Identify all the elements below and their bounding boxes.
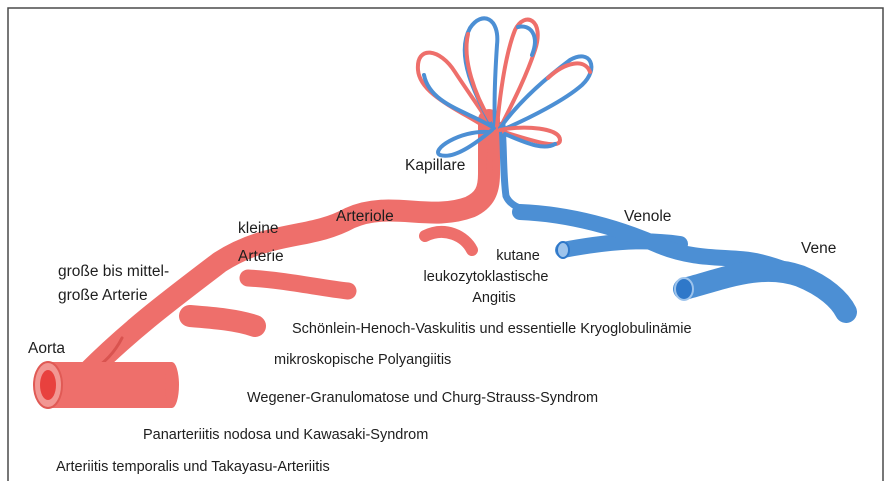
label-large-artery-2: große Arterie <box>58 287 148 304</box>
label-schoenlein: Schönlein-Henoch-Vaskulitis und essentie… <box>292 321 692 337</box>
label-wegener: Wegener-Granulomatose und Churg-Strauss-… <box>247 390 598 406</box>
label-venule: Venole <box>624 208 671 225</box>
label-cutaneous-2: leukozytoklastische <box>424 269 549 285</box>
label-arteriole: Arteriole <box>336 208 394 225</box>
vein-opening <box>675 278 693 300</box>
label-small-artery-1: kleine <box>238 220 279 237</box>
frame-border <box>8 8 883 481</box>
label-temporal: Arteriitis temporalis und Takayasu-Arter… <box>56 459 330 475</box>
label-vein: Vene <box>801 240 836 257</box>
label-pan: Panarteriitis nodosa und Kawasaki-Syndro… <box>143 427 428 443</box>
small-artery-branch <box>248 278 348 291</box>
vein-vessel <box>684 271 846 312</box>
aorta-cylinder <box>34 362 179 408</box>
label-aorta: Aorta <box>28 340 65 357</box>
large-artery-branch <box>190 316 255 326</box>
label-large-artery-1: große bis mittel- <box>58 263 169 280</box>
capillary-loops <box>418 18 592 155</box>
arteriole-branch <box>425 232 472 250</box>
label-mpa: mikroskopische Polyangiitis <box>274 352 451 368</box>
venule-opening <box>557 242 569 258</box>
label-small-artery-2: Arterie <box>238 248 284 265</box>
label-cutaneous-1: kutane <box>496 248 540 264</box>
venous-tree <box>502 125 846 312</box>
label-cutaneous-3: Angitis <box>472 290 516 306</box>
label-capillary: Kapillare <box>405 157 465 174</box>
